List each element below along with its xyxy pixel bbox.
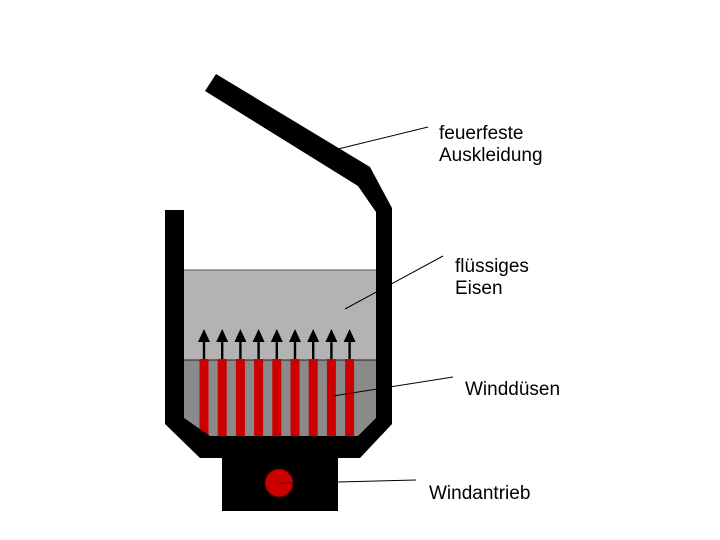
leader-line-lining [337, 126, 429, 150]
refractory-lining [165, 74, 392, 458]
nozzle-group [198, 329, 356, 436]
arrow-up-icon [343, 329, 356, 342]
leader-line-drive [337, 479, 417, 483]
arrow-shaft [221, 340, 224, 359]
arrow-shaft [239, 340, 242, 359]
arrow-up-icon [216, 329, 229, 342]
label-wind-drive: Windantrieb [429, 483, 530, 505]
nozzle-tube [345, 359, 355, 436]
arrow-shaft [202, 340, 206, 359]
arrow-shaft [348, 340, 351, 359]
arrow-shaft [293, 340, 297, 359]
label-lining-line1: feuerfeste [439, 123, 524, 144]
leader-line-nozzles [332, 376, 454, 397]
arrow-up-icon [234, 329, 247, 342]
nozzle-tube [308, 359, 318, 436]
label-drive-text: Windantrieb [429, 483, 531, 504]
label-nozzles-text: Winddüsen [465, 379, 561, 400]
nozzle-tube [326, 359, 336, 436]
arrow-shaft [257, 340, 260, 359]
arrow-up-icon [198, 329, 210, 342]
arrow-shaft [330, 340, 333, 359]
arrow-up-icon [252, 329, 265, 342]
arrow-up-icon [289, 329, 301, 342]
label-iron-line1: flüssiges [455, 256, 529, 277]
nozzle-tube [254, 359, 264, 436]
nozzle-tube [235, 359, 245, 436]
arrow-shaft [275, 340, 278, 359]
arrow-up-icon [270, 329, 283, 342]
arrow-up-icon [307, 329, 320, 342]
leader-line-iron [344, 255, 444, 310]
nozzle-tube [290, 359, 300, 436]
label-iron-line2: Eisen [455, 278, 503, 299]
label-nozzles: Winddüsen [465, 379, 560, 401]
label-refractory-lining: feuerfeste Auskleidung [439, 123, 543, 167]
label-liquid-iron: flüssiges Eisen [455, 256, 529, 300]
nozzle-tube [217, 359, 227, 436]
liquid-iron [184, 270, 376, 360]
arrow-up-icon [325, 329, 338, 342]
arrow-shaft [312, 340, 315, 359]
nozzle-tube [272, 359, 282, 436]
label-lining-line2: Auskleidung [439, 145, 543, 166]
nozzle-tube [199, 359, 209, 436]
